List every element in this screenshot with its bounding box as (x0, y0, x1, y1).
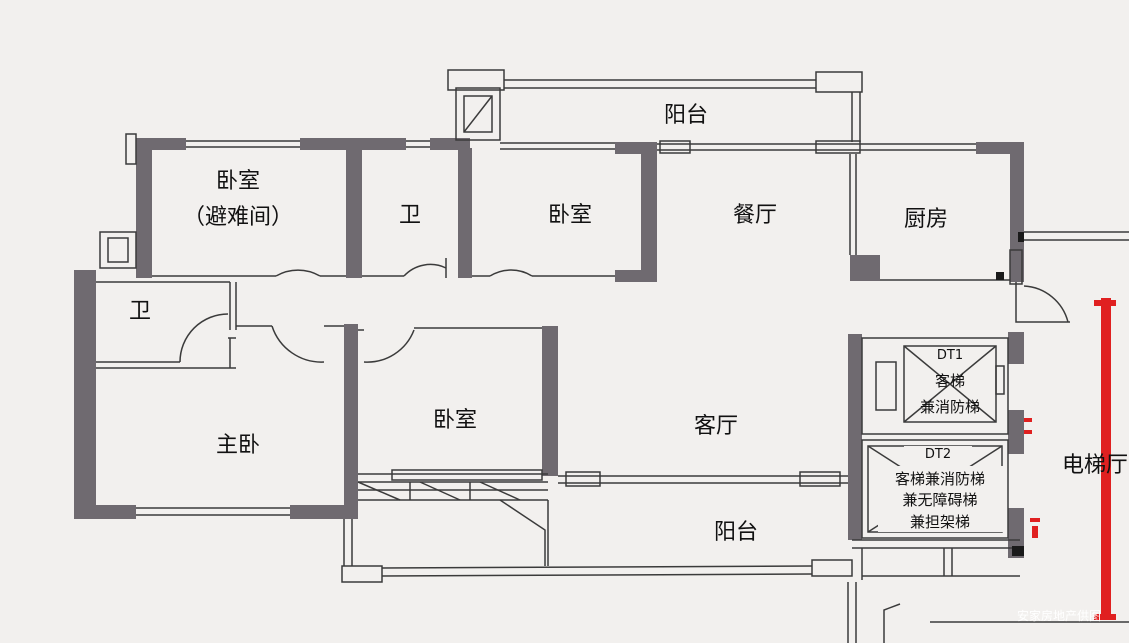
balcony-post (811, 559, 853, 577)
bath-1-label: 卫 (399, 203, 421, 228)
dining-label: 餐厅 (733, 203, 777, 228)
elevator-hall-boundary (1101, 298, 1111, 620)
elevator-dt1-shaft (861, 337, 1009, 435)
wall (850, 255, 880, 281)
dt2-text-plate (878, 466, 1006, 532)
master-bedroom-label: 主卧 (216, 433, 260, 458)
dt1-code-label: DT1 (937, 348, 963, 363)
elevator-hall-label: 电梯厅 (1062, 453, 1128, 478)
wall (542, 326, 558, 476)
wall (458, 148, 472, 278)
wall (1010, 142, 1024, 282)
wall (74, 270, 96, 518)
boundary-tick (1094, 614, 1116, 620)
red-markers (1024, 298, 1116, 620)
dt2-plate (904, 446, 972, 460)
dt2-line3-label: 兼担架梯 (910, 513, 970, 531)
bedroom-2-label: 卧室 (548, 203, 592, 228)
balcony-top-label: 阳台 (664, 103, 708, 128)
wall (1008, 508, 1024, 558)
wall (290, 505, 354, 519)
wall (641, 142, 657, 282)
walls (74, 138, 1024, 558)
balcony-post (815, 71, 863, 93)
wall (344, 324, 358, 519)
wall (430, 138, 470, 150)
shaft (99, 231, 137, 269)
balcony-bottom-label: 阳台 (714, 520, 758, 545)
elevator-dt2-shaft (861, 439, 1009, 539)
counterweight (875, 361, 897, 411)
door-frame (995, 365, 1005, 395)
shaft (455, 87, 501, 141)
bath-2-label: 卫 (129, 299, 151, 324)
boundary-tick (1094, 300, 1116, 306)
bedroom-refuge-label: 卧室 (216, 169, 260, 194)
wall (346, 138, 406, 150)
balcony-post (447, 69, 505, 91)
wall (74, 505, 136, 519)
kitchen-label: 厨房 (904, 207, 948, 232)
wall (136, 138, 152, 278)
dt1-line2-label: 兼消防梯 (920, 398, 980, 416)
watermark: 安家房地产供图 (1017, 608, 1101, 623)
wall (136, 138, 186, 150)
window-frame (659, 140, 691, 154)
window-frame (565, 471, 601, 487)
dt2-code-label: DT2 (925, 447, 951, 462)
elevator-labels: DT1 客梯 兼消防梯 DT2 客梯兼消防梯 兼无障碍梯 兼担架梯 (895, 348, 985, 531)
window-frame (815, 140, 861, 154)
dt2-line1-label: 客梯兼消防梯 (895, 470, 985, 488)
wall (1008, 332, 1024, 364)
window-frame (799, 471, 841, 487)
fixtures (996, 232, 1024, 556)
balcony-post (341, 565, 383, 583)
wall (346, 138, 362, 278)
dt2-line2-label: 兼无障碍梯 (902, 491, 977, 509)
thin-lines (96, 69, 1129, 643)
window-frame (391, 469, 543, 481)
refuge-note-label: （避难间） (183, 205, 293, 230)
shaft-inner (463, 95, 493, 133)
living-room-label: 客厅 (694, 414, 738, 439)
wall (848, 334, 862, 540)
window-frame (125, 133, 137, 165)
dt1-line1-label: 客梯 (935, 372, 965, 390)
wall (300, 138, 348, 150)
room-labels: 阳台 卧室 （避难间） 卫 卧室 餐厅 厨房 卫 主卧 卧室 客厅 阳台 电梯厅 (129, 103, 1128, 545)
wall (1008, 410, 1024, 454)
wall (615, 270, 657, 282)
bedroom-3-label: 卧室 (433, 408, 477, 433)
shaft-inner (107, 237, 129, 263)
